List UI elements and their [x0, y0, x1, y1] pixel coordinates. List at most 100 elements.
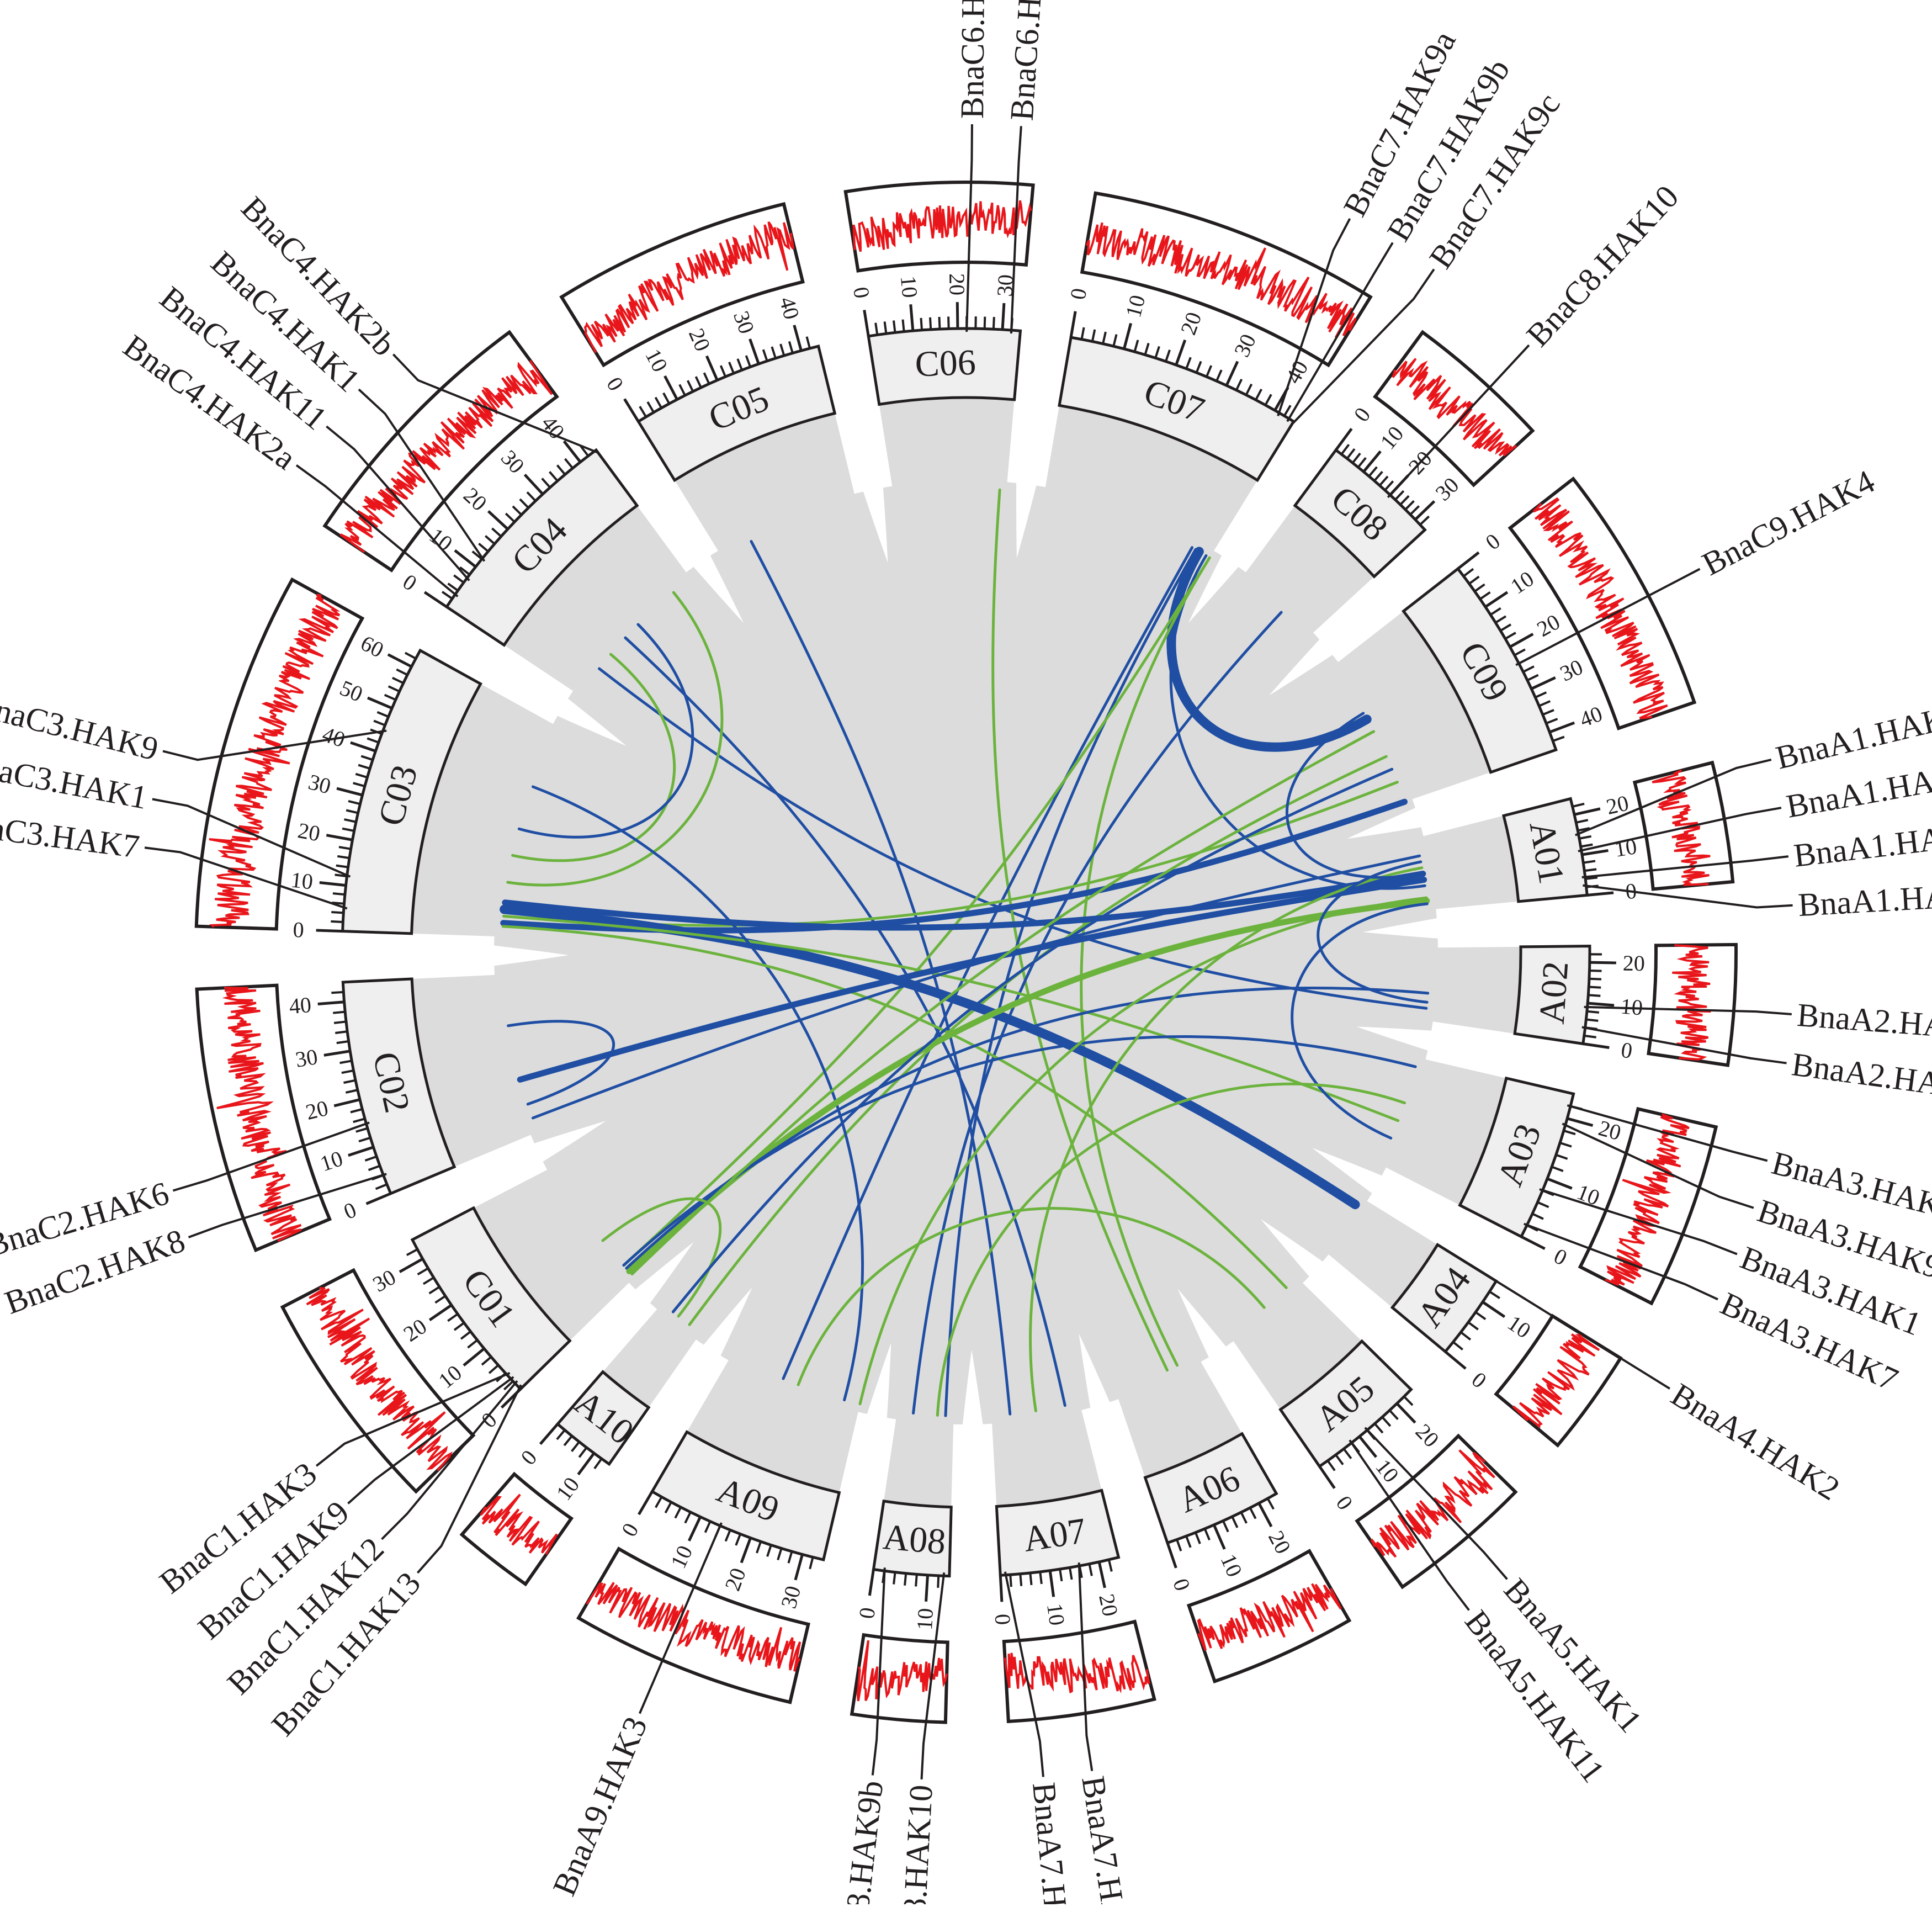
tick-mark: [368, 698, 392, 708]
tick-mark: [1040, 1572, 1042, 1584]
tick-mark: [1510, 634, 1533, 647]
density-track-c05: [561, 204, 803, 365]
tick-mark: [1259, 1503, 1272, 1527]
tick-label: 40: [774, 294, 804, 322]
tick-mark: [479, 544, 488, 552]
tick-label: 0: [854, 1606, 880, 1620]
tick-mark: [1070, 1567, 1072, 1580]
tick-mark: [339, 847, 351, 849]
inner-ring-layer: [410, 398, 1521, 1508]
tick-label: 10: [666, 1542, 698, 1572]
tick-mark: [485, 536, 495, 544]
tick-label: 0: [990, 1613, 1016, 1625]
tick-mark: [1500, 624, 1511, 631]
tick-label: 0: [602, 373, 629, 395]
tick-mark: [1475, 1312, 1485, 1320]
tick-label: 30: [1229, 330, 1261, 361]
tick-mark: [1358, 458, 1366, 467]
gene-label: BnaA7.HAK5: [1075, 1773, 1140, 1904]
tick-mark: [707, 356, 717, 380]
tick-mark: [331, 912, 343, 913]
tick-mark: [324, 1051, 350, 1056]
gene-label: BnaA9.HAK3: [546, 1712, 655, 1901]
tick-mark: [1389, 1410, 1398, 1419]
tick-mark: [930, 317, 931, 330]
tick-mark: [1081, 327, 1084, 340]
tick-label: 10: [434, 1360, 466, 1393]
tick-mark: [1344, 1449, 1351, 1459]
tick-mark: [894, 1572, 895, 1585]
tick-mark: [1556, 1155, 1568, 1159]
tick-label: 20: [1411, 1419, 1444, 1452]
tick-mark: [680, 385, 685, 396]
tick-mark: [1186, 1536, 1191, 1548]
tick-label: 0: [1550, 1243, 1571, 1270]
tick-mark: [1207, 365, 1211, 377]
tick-mark: [1265, 394, 1271, 405]
tick-mark: [429, 1287, 440, 1294]
tick-mark: [705, 1522, 710, 1533]
tick-mark: [342, 1071, 354, 1073]
tick-mark: [1549, 723, 1574, 732]
tick-mark: [1030, 1573, 1031, 1585]
tick-label: 10: [424, 523, 457, 556]
tick-mark: [429, 1305, 452, 1320]
tick-mark: [750, 339, 758, 364]
tick-mark: [1369, 467, 1377, 476]
tick-mark: [464, 1349, 484, 1365]
tick-mark: [1582, 850, 1608, 855]
tick-mark: [367, 738, 379, 742]
tick-mark: [489, 1365, 498, 1374]
gene-label: BnaC6.HAK5: [954, 0, 991, 119]
tick-label: 20: [1176, 309, 1207, 338]
tick-mark: [721, 365, 725, 377]
tick-mark: [1002, 303, 1004, 330]
tick-mark: [331, 921, 343, 922]
tick-label: 10: [896, 275, 922, 299]
density-track-a08: [852, 1635, 948, 1722]
tick-mark: [1469, 576, 1479, 584]
tick-mark: [1531, 677, 1556, 688]
tick-label: 10: [1371, 1454, 1404, 1487]
gene-label: BnaC9.HAK4: [1696, 463, 1880, 582]
tick-label: 30: [496, 445, 529, 478]
tick-mark: [1113, 335, 1116, 346]
tick-mark: [1547, 1179, 1572, 1188]
tick-mark: [1505, 633, 1516, 639]
tick-mark: [318, 1002, 344, 1004]
tick-mark: [665, 1502, 671, 1513]
tick-mark: [864, 310, 869, 336]
tick-mark: [1463, 569, 1473, 576]
tick-mark: [1468, 1322, 1478, 1329]
tick-mark: [331, 992, 343, 993]
tick-mark: [1564, 1131, 1575, 1134]
tick-mark: [788, 1551, 792, 1563]
tick-mark: [1461, 1332, 1470, 1339]
tick-mark: [729, 362, 734, 373]
tick-mark: [795, 1554, 803, 1580]
tick-mark: [639, 1492, 652, 1514]
tick-mark: [1197, 362, 1201, 373]
tick-label: 30: [306, 769, 333, 799]
tick-mark: [418, 1268, 428, 1274]
tick-label: 10: [317, 1146, 346, 1176]
tick-mark: [1560, 1143, 1572, 1147]
tick-mark: [1567, 1119, 1593, 1126]
tick-label: 10: [1375, 421, 1408, 454]
tick-mark: [1241, 1512, 1246, 1523]
tick-mark: [794, 325, 802, 351]
tick-mark: [875, 323, 877, 335]
tick-mark: [1458, 553, 1479, 569]
chromosome-name: A08: [882, 1517, 948, 1562]
tick-mark: [1385, 481, 1393, 490]
tick-mark: [885, 321, 887, 333]
tick-mark: [1336, 1455, 1343, 1465]
tick-mark: [468, 1340, 477, 1348]
tick-mark: [542, 479, 550, 488]
tick-mark: [689, 1517, 700, 1540]
tick-mark: [1521, 1237, 1545, 1249]
tick-label: 20: [944, 273, 970, 296]
tick-mark: [1576, 820, 1588, 823]
tick-mark: [1250, 1508, 1256, 1519]
